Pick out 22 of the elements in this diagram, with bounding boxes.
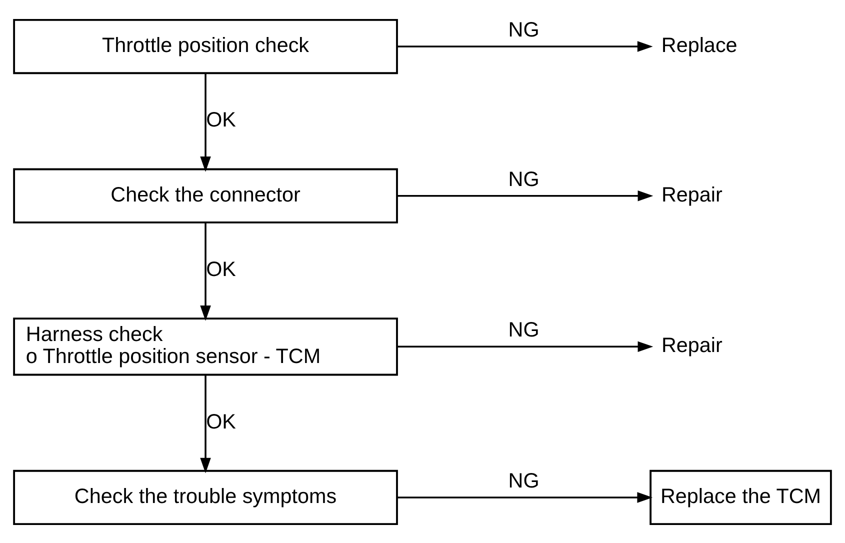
arrow [397,492,653,502]
node-box: Throttle position check [13,18,398,74]
node-text: Repair [661,334,722,357]
node-box: Check the connector [13,168,398,223]
edge-label: NG [508,318,540,342]
node-box: Check the trouble symptoms [13,469,398,525]
arrow [397,190,654,201]
arrow [200,73,211,172]
node-box: Replace the TCM [650,469,832,525]
edge-label: OK [206,108,236,132]
edge-label: NG [508,18,540,41]
edge-label: NG [508,468,540,492]
edge-label: NG [508,167,540,190]
arrow [397,340,654,352]
arrow [200,374,211,473]
node-box: Harness check o Throttle position sensor - TCM [13,317,398,376]
node-text: Replace [661,34,738,56]
edge-label: OK [206,257,236,280]
node-text: Repair [661,182,722,206]
arrow [200,222,211,320]
edge-label: OK [206,410,236,433]
arrow [397,40,653,52]
